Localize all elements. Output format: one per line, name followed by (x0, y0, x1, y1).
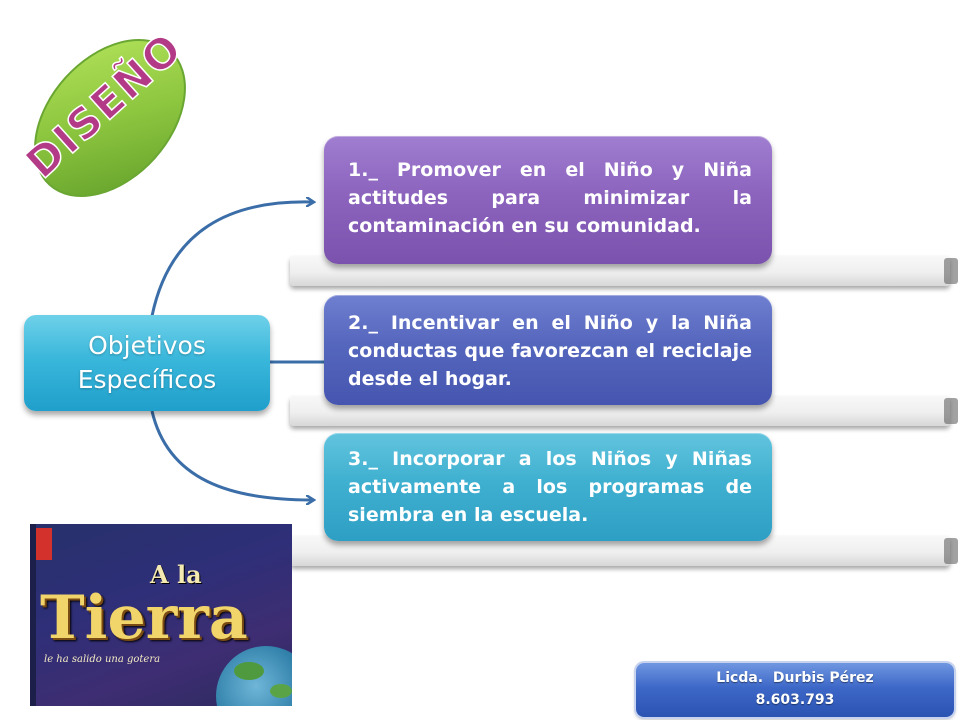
book-title-small: A la (150, 560, 202, 589)
author-name: Licda. Durbis Pérez (716, 670, 874, 686)
center-label: Objetivos Específicos (77, 331, 217, 394)
objective-3: 3._ Incorporar a los Niños y Niñas activ… (324, 433, 772, 541)
objective-1: 1._ Promover en el Niño y Niña actitudes… (324, 136, 772, 264)
arrow-to-objective-1 (150, 202, 312, 317)
book-cover-image: A la Tierra le ha salido una gotera (30, 524, 292, 706)
objective-1-text: 1._ Promover en el Niño y Niña actitudes… (348, 159, 752, 237)
objective-2-text: 2._ Incentivar en el Niño y la Niña cond… (348, 312, 752, 390)
globe-land-1 (234, 662, 264, 680)
objective-2: 2._ Incentivar en el Niño y la Niña cond… (324, 295, 772, 405)
arrow-to-objective-3 (150, 410, 312, 500)
diseno-badge: DISEÑO (16, 21, 193, 198)
publisher-logo (36, 528, 52, 560)
book-spine (30, 524, 36, 706)
book-subtitle: le ha salido una gotera (44, 654, 161, 665)
author-footer: Licda. Durbis Pérez 8.603.793 (636, 663, 954, 717)
objetivos-especificos-box: Objetivos Específicos (24, 315, 270, 411)
book-title-big: Tierra (40, 583, 248, 653)
author-id: 8.603.793 (755, 692, 835, 708)
shelf-shadow-3 (290, 536, 958, 566)
globe-land-2 (270, 684, 292, 698)
objective-3-text: 3._ Incorporar a los Niños y Niñas activ… (348, 448, 752, 526)
